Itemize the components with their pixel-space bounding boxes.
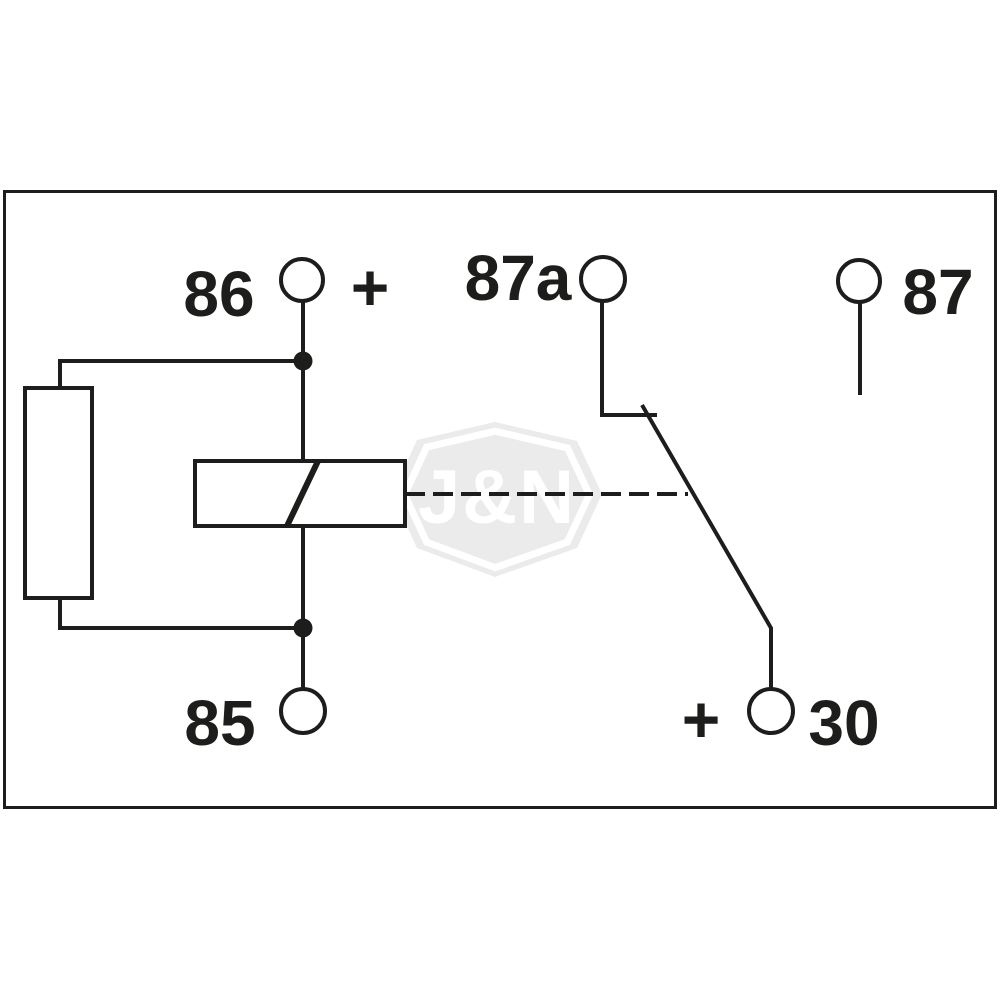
- wire-junction-to-resistor-top: [58, 359, 303, 388]
- terminal-label-30: 30: [808, 687, 880, 759]
- coil-slash: [284, 459, 321, 528]
- watermark-text: J&N: [418, 455, 576, 540]
- plus-sign-86: +: [350, 250, 390, 324]
- junction-dot-top: [293, 351, 313, 371]
- terminal-86-circle: [279, 257, 325, 303]
- watermark-badge: J&N: [392, 422, 602, 577]
- junction-dots: [293, 351, 313, 638]
- plus-sign-30: +: [681, 682, 721, 756]
- terminal-30-circle: [747, 687, 795, 735]
- switch-arm: [640, 403, 773, 689]
- terminal-label-87: 87: [902, 256, 974, 328]
- terminal-label-87a: 87a: [464, 242, 572, 314]
- resistor-symbol: [23, 386, 94, 600]
- wire-87a-contact: [600, 302, 657, 417]
- diagram-frame: [3, 190, 997, 809]
- wire-resistor-bottom-to-junction: [58, 598, 303, 630]
- junction-dot-bottom: [293, 618, 313, 638]
- terminal-label-86: 86: [183, 258, 255, 330]
- terminal-85-circle: [279, 687, 327, 735]
- terminal-87-circle: [836, 258, 882, 304]
- terminal-label-85: 85: [184, 687, 256, 759]
- terminal-87a-circle: [579, 255, 627, 303]
- schematic-linework: [3, 190, 997, 809]
- watermark-badge-outer: [392, 422, 602, 577]
